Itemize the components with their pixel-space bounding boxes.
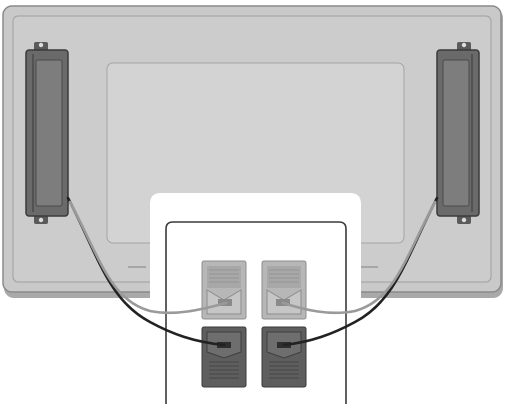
upper-left-terminal-top [207, 266, 241, 288]
monitor-back-panel [2, 5, 503, 298]
right-cable-light-wire [281, 200, 437, 315]
upper-right-terminal-top [267, 266, 301, 288]
right-speaker-cable [281, 196, 439, 347]
left-speaker-screw-top [38, 42, 44, 48]
lower-right-terminal [261, 326, 307, 388]
right-speaker [436, 42, 480, 224]
left-speaker [25, 42, 69, 224]
right-speaker-grille [442, 59, 470, 207]
lower-left-terminal [201, 326, 247, 388]
right-speaker-screw-top [461, 42, 467, 48]
terminal-callout [150, 193, 361, 404]
right-speaker-screw-bottom [461, 217, 467, 223]
callout-frame [165, 221, 347, 404]
left-speaker-grille [35, 59, 63, 207]
upper-left-terminal [201, 260, 247, 320]
upper-right-terminal [261, 260, 307, 320]
left-speaker-cable [66, 196, 228, 347]
left-cable-light-wire [68, 200, 228, 315]
callout-background [150, 193, 361, 404]
left-speaker-screw-bottom [38, 217, 44, 223]
